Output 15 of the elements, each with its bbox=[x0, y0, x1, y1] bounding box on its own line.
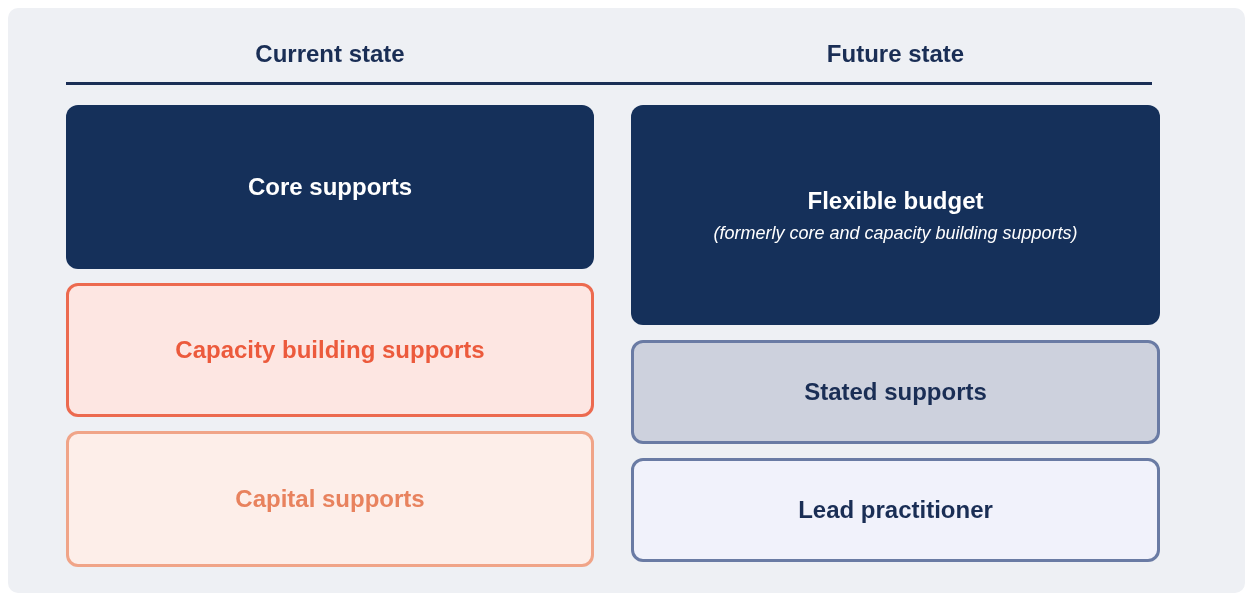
box-title: Stated supports bbox=[804, 378, 987, 406]
category-box bbox=[631, 105, 1160, 325]
category-box bbox=[631, 458, 1160, 562]
category-box bbox=[66, 105, 594, 269]
column-heading: Current state bbox=[254, 40, 406, 68]
box-title: Flexible budget bbox=[807, 186, 984, 215]
box-title: Core supports bbox=[248, 173, 412, 201]
box-title: Capacity building supports bbox=[175, 336, 485, 364]
box-title: Capital supports bbox=[235, 485, 425, 513]
category-box bbox=[66, 431, 594, 567]
category-box bbox=[66, 283, 594, 417]
column-heading: Future state bbox=[825, 40, 966, 68]
box-note: (formerly core and capacity building supports) bbox=[713, 222, 1078, 244]
box-title: Lead practitioner bbox=[798, 496, 993, 524]
category-box bbox=[631, 340, 1160, 444]
